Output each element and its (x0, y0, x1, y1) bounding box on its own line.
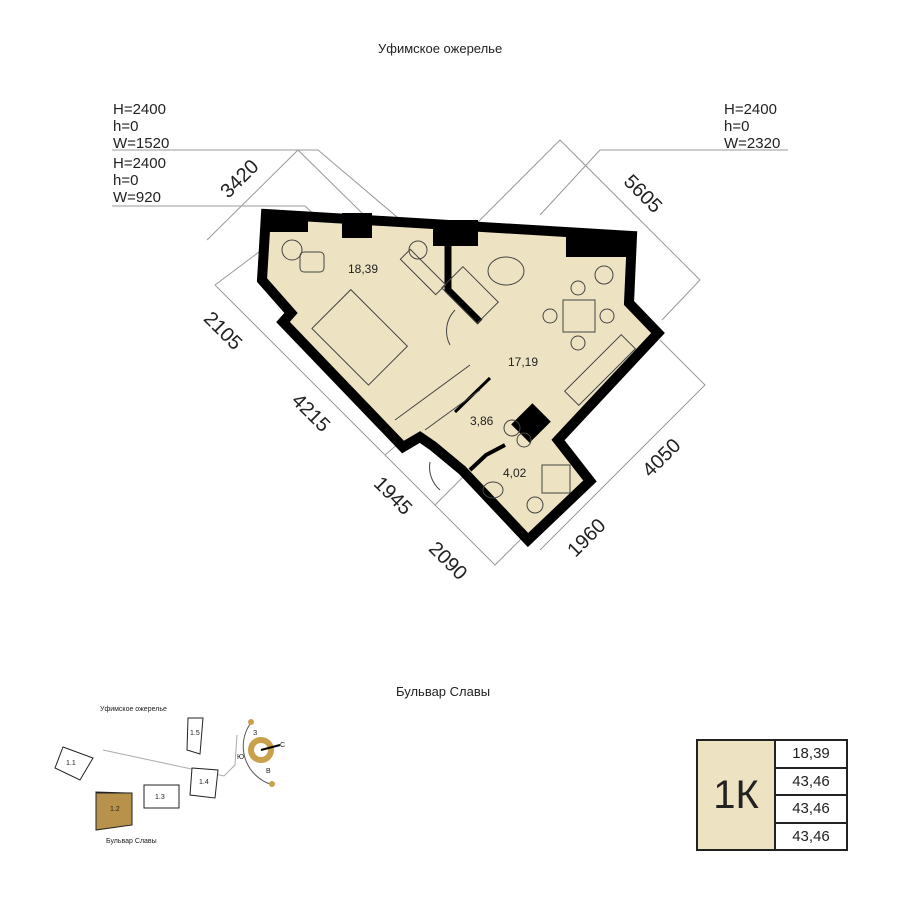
wardrobe-icon (394, 364, 471, 421)
window-spec-2: H=2400 h=0 W=920 (113, 155, 166, 206)
bed-icon (311, 288, 409, 386)
window-sill: h=0 (113, 172, 139, 189)
building-1.4 (189, 767, 219, 799)
minimap-street-bottom: Бульвар Славы (106, 838, 157, 845)
toilet-icon (526, 496, 544, 514)
compass-east: В (266, 768, 271, 775)
window-width: W=920 (113, 189, 161, 206)
apartment-outline (256, 208, 665, 548)
boiler-icon (503, 419, 521, 437)
sun-icon (248, 719, 254, 725)
dining-table-icon (562, 299, 596, 333)
entry-door-icon (429, 461, 441, 491)
coffee-table-icon (487, 256, 525, 286)
window-width: W=1520 (113, 135, 170, 152)
plant-icon (281, 239, 303, 261)
bath-wall (468, 443, 506, 472)
building-label: 1.5 (190, 730, 200, 737)
door-swing-icon (446, 309, 456, 346)
sofa-icon (441, 266, 499, 324)
window-sill: h=0 (724, 118, 750, 135)
room-area-living: 17,19 (508, 355, 539, 369)
site-minimap (54, 717, 238, 831)
north-arrow-icon (260, 744, 281, 751)
building-label: 1.4 (199, 779, 209, 786)
compass (242, 719, 281, 787)
apartment-type: 1К (698, 741, 776, 849)
building-1.1 (54, 746, 94, 781)
kitchen-counter-icon (563, 333, 637, 407)
sink-icon (482, 481, 504, 499)
compass-west: З (253, 730, 258, 737)
armchair-icon (299, 251, 325, 273)
plant-icon (594, 265, 614, 285)
room-area-hall: 3,86 (470, 414, 494, 428)
building-1.5 (186, 717, 204, 755)
summary-value: 43,46 (776, 769, 846, 796)
window-sill: h=0 (113, 118, 139, 135)
window-height: H=2400 (113, 101, 166, 118)
room-area-bedroom: 18,39 (348, 262, 379, 276)
building-1.3 (143, 784, 180, 809)
building-label: 1.2 (110, 806, 120, 813)
street-label-bottom: Бульвар Славы (396, 684, 491, 699)
window-spec-3: H=2400 h=0 W=2320 (724, 101, 780, 152)
window-spec-1: H=2400 h=0 W=1520 (113, 101, 169, 152)
shower-icon (541, 464, 571, 494)
tv-stand-icon (399, 248, 447, 296)
compass-ring (248, 737, 274, 763)
sun-path-icon (242, 723, 271, 785)
compass-south: Ю (237, 754, 245, 761)
compass-north: С (280, 742, 286, 749)
window-width: W=2320 (724, 135, 781, 152)
street-label-top: Уфимское ожерелье (378, 41, 503, 56)
summary-value: 18,39 (776, 741, 846, 769)
summary-value: 43,46 (776, 796, 846, 824)
furniture (281, 239, 637, 514)
room-area-bath: 4,02 (503, 466, 527, 480)
window-height: H=2400 (724, 101, 777, 118)
wall-columns (263, 212, 628, 443)
building-label: 1.3 (155, 794, 165, 801)
interior-wall (444, 240, 483, 325)
building-label: 1.1 (66, 760, 76, 767)
summary-value: 43,46 (792, 827, 830, 845)
window-height: H=2400 (113, 155, 166, 172)
minimap-street-top: Уфимское ожерелье (100, 706, 167, 713)
sun-icon (269, 781, 275, 787)
apartment-summary-table: 1К 18,39 43,46 43,46 43,46 (696, 739, 848, 851)
